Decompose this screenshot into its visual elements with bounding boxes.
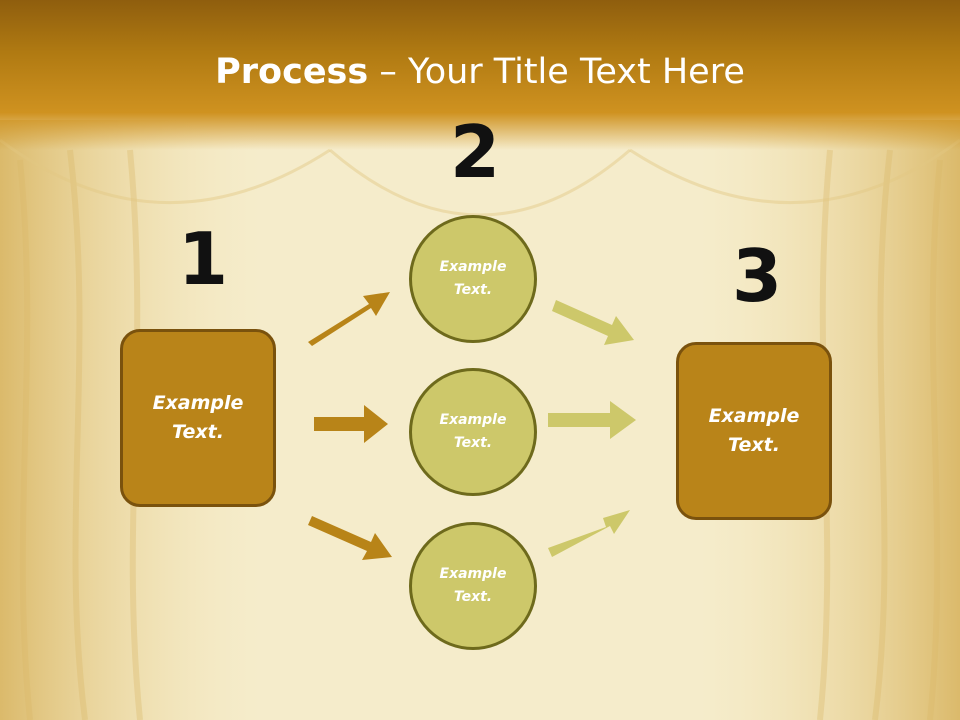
step-2-text-top: Example Text. [439,259,507,298]
slide-title: Process – Your Title Text Here [0,52,960,92]
arrow-1-to-2b [314,405,388,443]
step-number-3: 3 [732,234,783,318]
step-2-circle-middle: Example Text. [409,368,537,496]
arrow-2c-to-3 [548,510,630,557]
step-2-text-middle: Example Text. [439,412,507,451]
step-1-box: Example Text. [120,329,276,507]
step-3-box: Example Text. [676,342,832,520]
title-bold: Process [215,52,369,92]
step-2-text-bottom: Example Text. [439,566,507,605]
step-number-1: 1 [178,217,229,301]
arrow-1-to-2a [308,292,390,346]
step-number-2: 2 [450,110,501,194]
title-bar [0,0,960,150]
title-rest: – Your Title Text Here [368,52,745,92]
arrow-2b-to-3 [548,401,636,439]
arrow-1-to-2c [308,516,392,560]
step-2-circle-bottom: Example Text. [409,522,537,650]
step-1-text: Example Text. [152,392,244,443]
step-2-circle-top: Example Text. [409,215,537,343]
arrow-2a-to-3 [552,300,634,345]
step-3-text: Example Text. [708,405,800,456]
